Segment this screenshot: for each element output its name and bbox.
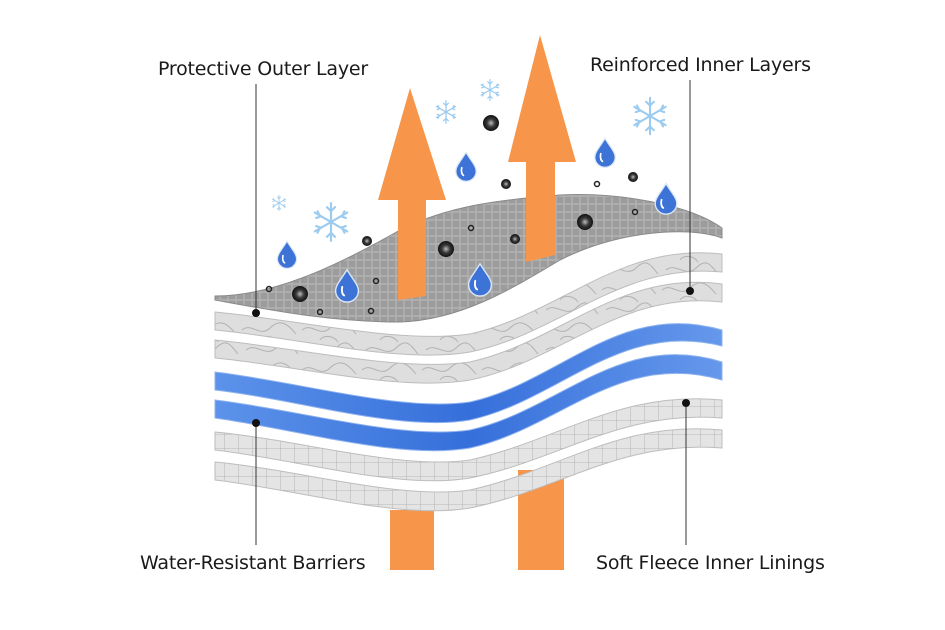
label-water-resistant-barriers: Water-Resistant Barriers bbox=[140, 552, 366, 574]
leader-outer bbox=[252, 84, 260, 317]
particle-icon bbox=[501, 179, 511, 189]
label-reinforced-inner-layers: Reinforced Inner Layers bbox=[590, 54, 811, 76]
particle-icon bbox=[265, 285, 273, 293]
particle-icon bbox=[362, 236, 372, 246]
arrow-up-icon bbox=[508, 35, 576, 262]
snowflake-icon bbox=[633, 96, 667, 136]
particle-icon bbox=[438, 241, 454, 257]
leader-reinforced bbox=[686, 80, 694, 295]
particle-icon bbox=[631, 208, 639, 216]
snowflake-icon bbox=[480, 78, 500, 102]
water-drop-icon bbox=[654, 182, 678, 216]
reinforced-layer-1 bbox=[214, 252, 723, 356]
snowflake-icon bbox=[313, 202, 349, 242]
particle-icon bbox=[316, 308, 324, 316]
particle-icon bbox=[367, 307, 375, 315]
particle-icon bbox=[510, 234, 520, 244]
snowflake-icon bbox=[271, 194, 287, 212]
particle-icon bbox=[628, 172, 638, 182]
water-drop-icon bbox=[593, 137, 617, 169]
water-barrier-layer-2 bbox=[214, 354, 723, 452]
label-soft-fleece-inner-linings: Soft Fleece Inner Linings bbox=[596, 552, 825, 574]
water-drop-icon bbox=[454, 151, 478, 183]
leader-water bbox=[252, 419, 260, 545]
snowflake-icon bbox=[435, 100, 457, 124]
water-barrier-layer-1 bbox=[214, 323, 723, 424]
arrow-up-icon bbox=[390, 510, 434, 570]
reinforced-layer-2 bbox=[214, 281, 723, 384]
leader-fleece bbox=[682, 399, 690, 545]
particle-icon bbox=[467, 224, 475, 232]
arrow-up-icon bbox=[378, 88, 446, 300]
water-drop-icon bbox=[276, 240, 298, 270]
particle-icon bbox=[593, 180, 601, 188]
particle-icon bbox=[483, 115, 499, 131]
label-protective-outer-layer: Protective Outer Layer bbox=[158, 58, 368, 80]
fleece-layer-2 bbox=[214, 428, 723, 512]
particle-icon bbox=[577, 214, 593, 230]
particle-icon bbox=[372, 277, 380, 285]
fleece-layer-1 bbox=[214, 398, 723, 482]
particle-icon bbox=[292, 286, 308, 302]
